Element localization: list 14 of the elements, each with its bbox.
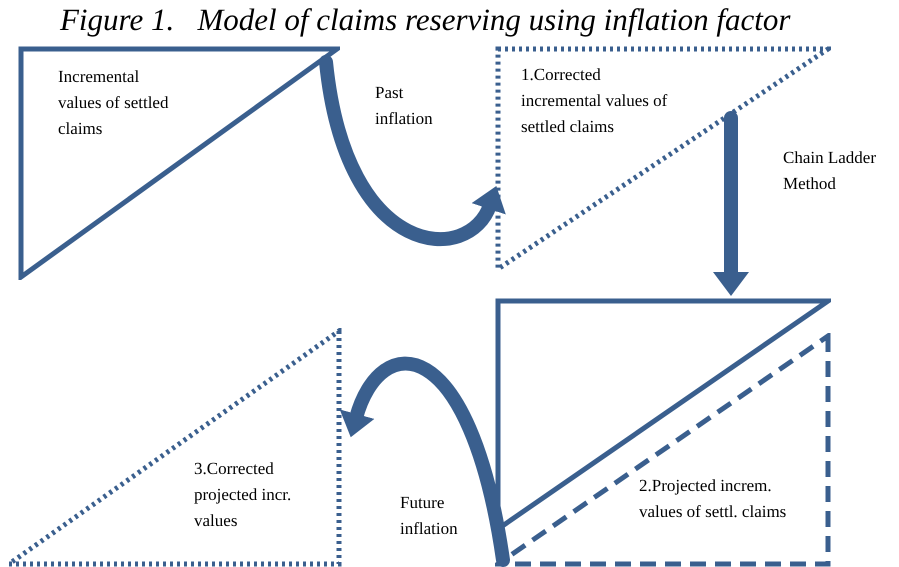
edge-label: Chain Ladder Method <box>783 147 877 195</box>
triangle-label: 1.Corrected incremental values of settled claims <box>521 64 668 138</box>
curved-arrow <box>340 357 510 567</box>
triangle-label: 3.Corrected projected incr. values <box>194 458 292 532</box>
triangle-shape <box>6 328 342 567</box>
curved-arrow <box>319 55 504 246</box>
figure-title: Figure 1. Model of claims reserving using inflation factor <box>60 1 790 39</box>
triangle-label: 2.Projected increm. values of settl. claims <box>639 475 788 523</box>
triangle-shape <box>495 333 831 567</box>
down-arrow <box>713 111 749 296</box>
triangle-label: Incremental values of settled claims <box>58 66 170 140</box>
triangle-shape <box>18 46 340 280</box>
edge-label: Past inflation <box>375 82 434 130</box>
edge-label: Future inflation <box>400 492 459 540</box>
